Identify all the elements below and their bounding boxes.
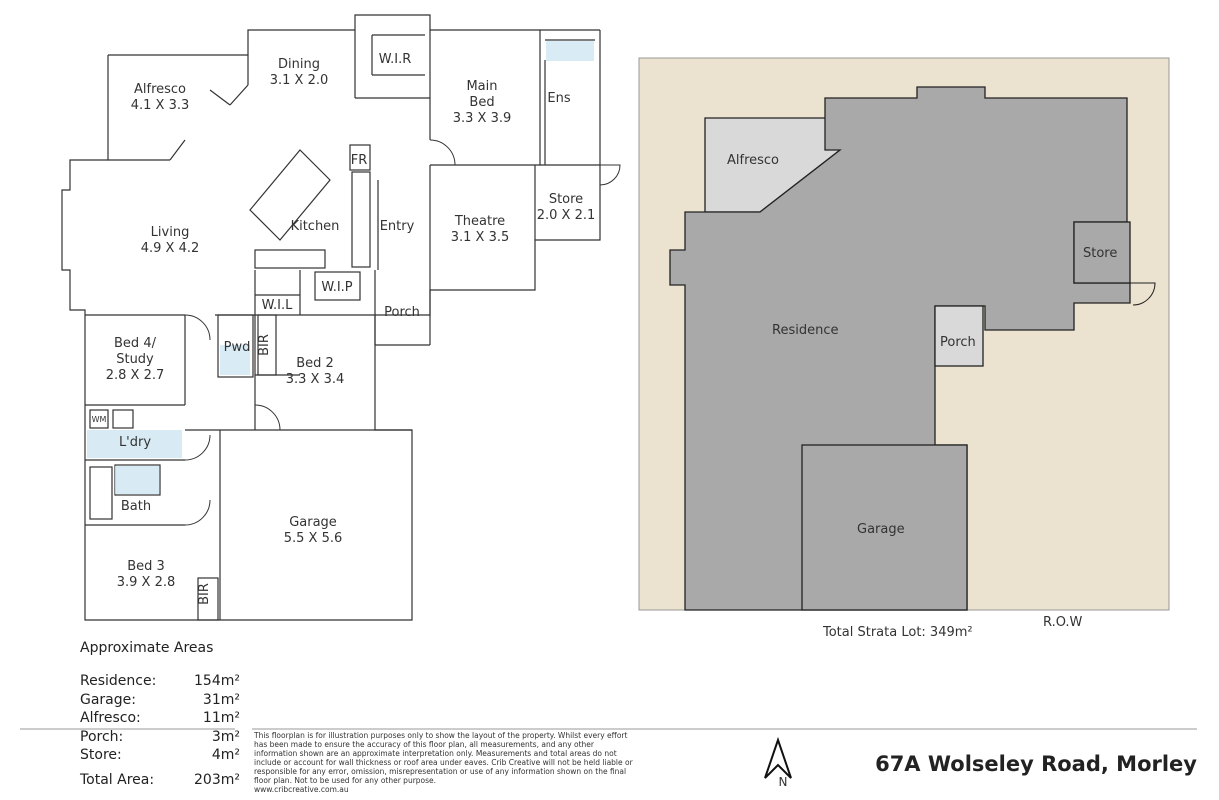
room-label-dining-1: 3.1 X 2.0 [270, 73, 329, 88]
room-label-bed4-0: Bed 4/ [114, 336, 157, 351]
area-row: Residence: 154m² [80, 672, 240, 691]
site-label-residence: Residence [772, 323, 838, 338]
room-label-bath-0: Bath [121, 499, 151, 514]
room-label-bed4-2: 2.8 X 2.7 [106, 368, 165, 383]
room-label-bed4-1: Study [116, 352, 154, 367]
area-label: Porch: [80, 728, 124, 745]
room-label-bed2-0: Bed 2 [296, 356, 334, 371]
room-label-living-0: Living [151, 225, 190, 240]
total-area-label: Total Area: [80, 771, 155, 788]
room-label-store-0: Store [549, 192, 583, 207]
room-label-wip-0: W.I.P [321, 280, 352, 295]
disclaimer-text: This floorplan is for illustration purpo… [254, 731, 633, 785]
area-value: 154m² [194, 673, 240, 689]
room-label-garage-1: 5.5 X 5.6 [284, 531, 343, 546]
room-label-porch-0: Porch [384, 305, 420, 320]
site-garage [801, 444, 968, 611]
area-label: Store: [80, 747, 122, 763]
area-value: 11m² [202, 710, 240, 726]
site-label-store: Store [1083, 246, 1117, 261]
room-label-pwd-0: Pwd [224, 340, 251, 355]
total-area-row: Total Area: 203m² [80, 771, 240, 790]
room-label-bir2-0: BIR [197, 583, 212, 605]
row-label: R.O.W [1043, 615, 1083, 630]
area-value: 3m² [211, 728, 240, 745]
north-label: N [779, 775, 788, 789]
room-label-garage-0: Garage [289, 515, 337, 530]
site-store [1073, 221, 1131, 284]
property-address: 67A Wolseley Road, Morley [875, 752, 1197, 776]
room-label-alfresco-0: Alfresco [134, 82, 186, 97]
area-row: Alfresco: 11m² [80, 709, 240, 728]
room-label-entry-0: Entry [380, 219, 415, 234]
area-label: Residence: [80, 673, 157, 689]
room-label-alfresco-1: 4.1 X 3.3 [131, 98, 190, 113]
area-value: 31m² [202, 691, 240, 708]
room-label-living-1: 4.9 X 4.2 [141, 241, 200, 256]
strata-lot-total: Total Strata Lot: 349m² [823, 625, 973, 640]
room-label-wm-0: WM [92, 415, 107, 424]
disclaimer-url: www.cribcreative.com.au [254, 785, 349, 794]
room-label-dining-0: Dining [278, 57, 320, 72]
room-label-bed3-1: 3.9 X 2.8 [117, 575, 176, 590]
room-label-wil-0: W.I.L [262, 298, 293, 313]
room-label-bed3-0: Bed 3 [127, 559, 165, 574]
room-label-ldry-0: L'dry [119, 435, 151, 450]
site-porch [934, 305, 984, 367]
site-residence [669, 86, 1131, 611]
north-arrow-icon [764, 736, 792, 779]
site-label-garage: Garage [857, 522, 905, 537]
room-label-main-bed-0: Main [466, 79, 497, 94]
disclaimer: This floorplan is for illustration purpo… [254, 731, 634, 794]
site-label-porch: Porch [940, 335, 976, 350]
room-label-bed2-1: 3.3 X 3.4 [286, 372, 345, 387]
room-label-fr-0: FR [351, 153, 368, 168]
approximate-areas: Approximate Areas Residence: 154m² Garage:… [80, 640, 240, 789]
room-label-ens-0: Ens [547, 91, 570, 106]
area-row: Porch: 3m² [80, 728, 240, 747]
area-row: Garage: 31m² [80, 691, 240, 710]
room-label-theatre-1: 3.1 X 3.5 [451, 230, 510, 245]
room-label-theatre-0: Theatre [454, 214, 505, 229]
area-label: Garage: [80, 691, 136, 708]
room-label-wir-0: W.I.R [379, 52, 412, 67]
area-label: Alfresco: [80, 710, 141, 726]
area-row: Store: 4m² [80, 746, 240, 765]
room-label-bir1-0: BIR [257, 334, 272, 356]
total-area-value: 203m² [194, 771, 240, 788]
room-label-store-1: 2.0 X 2.1 [537, 208, 596, 223]
room-label-main-bed-2: 3.3 X 3.9 [453, 111, 512, 126]
areas-heading: Approximate Areas [80, 640, 214, 656]
site-label-alfresco: Alfresco [727, 153, 779, 168]
room-label-kitchen-0: Kitchen [291, 219, 340, 234]
area-value: 4m² [211, 747, 240, 763]
room-label-main-bed-1: Bed [469, 95, 494, 110]
